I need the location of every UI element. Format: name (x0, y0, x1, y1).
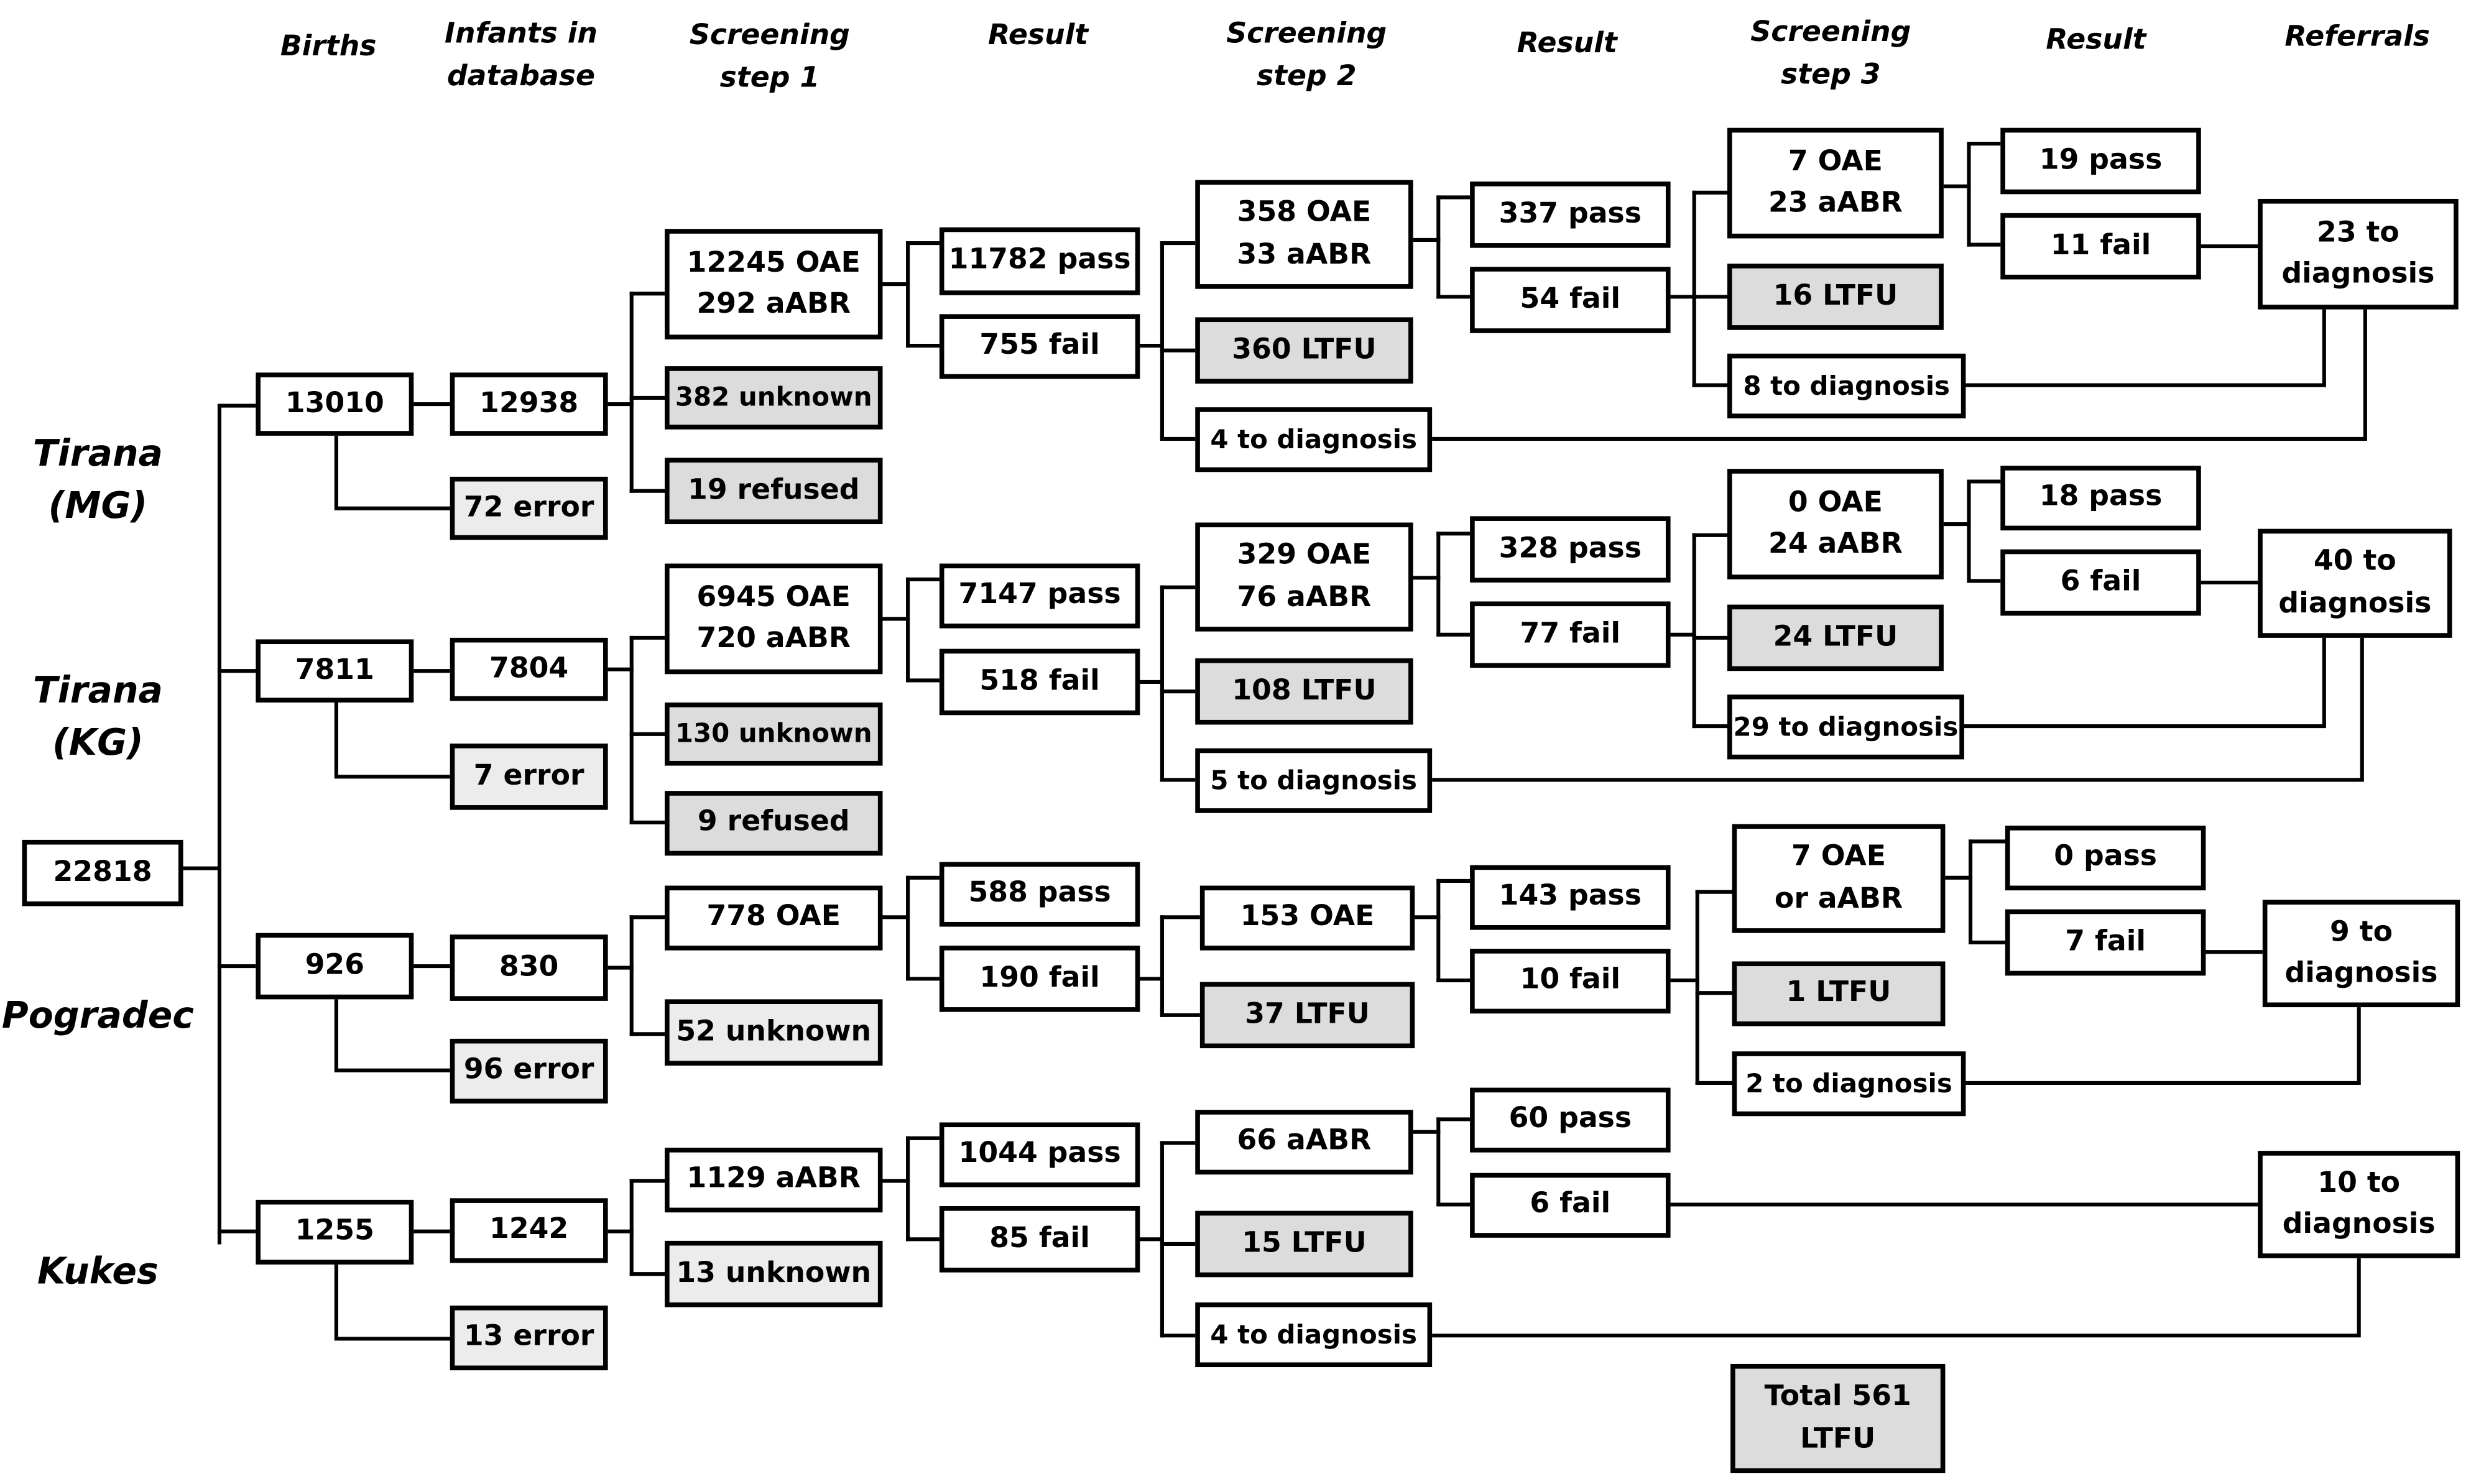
connector-line (334, 700, 452, 779)
connector-line (1430, 1256, 2361, 1338)
header-result2: Result (1517, 27, 1617, 60)
kukes-step2-box: 66 aABR (1195, 1110, 1413, 1175)
header-referrals: Referrals (2284, 21, 2430, 54)
kukes-births-box: 1255 (256, 1199, 414, 1265)
pogradec-unknown-box: 52 unknown (665, 999, 883, 1066)
connector-line (1962, 635, 2326, 729)
pogradec-fail2-box: 10 fail (1470, 949, 1671, 1014)
tirana-kg-fail3-box: 6 fail (2000, 549, 2201, 616)
tirana-kg-refused-box: 9 refused (665, 791, 883, 856)
tirana-kg-pass1-box: 7147 pass (939, 563, 1140, 629)
tirana-kg-fail2-box: 77 fail (1470, 601, 1671, 668)
tirana-mg-referral-box: 23 to diagnosis (2258, 198, 2459, 310)
tirana-kg-diag2-box: 5 to diagnosis (1195, 748, 1433, 813)
tirana-mg-pass2-box: 337 pass (1470, 182, 1671, 248)
connector-line (334, 1262, 452, 1341)
tirana-kg-error-box: 7 error (450, 744, 608, 810)
tirana-mg-diag2-box: 4 to diagnosis (1195, 407, 1433, 472)
tirana-kg-births-box: 7811 (256, 639, 414, 703)
tirana-mg-births-box: 13010 (256, 372, 414, 436)
tirana-kg-step2-box: 329 OAE 76 aABR (1195, 522, 1413, 632)
kukes-step1-box: 1129 aABR (665, 1148, 883, 1213)
pogradec-infants-box: 830 (450, 934, 608, 1001)
kukes-unknown-box: 13 unknown (665, 1240, 883, 1307)
pogradec-diag3-box: 2 to diagnosis (1732, 1051, 1966, 1117)
tirana-mg-fail2-box: 54 fail (1470, 267, 1671, 333)
tirana-mg-ltfu2-box: 360 LTFU (1195, 317, 1413, 384)
connector-line (1430, 307, 2367, 441)
kukes-referral-box: 10 to diagnosis (2258, 1151, 2460, 1258)
site-label-kukes: Kukes (37, 1251, 159, 1293)
pogradec-fail3-box: 7 fail (2005, 909, 2206, 976)
tirana-kg-diag3-box: 29 to diagnosis (1727, 694, 1964, 760)
header-result1: Result (987, 19, 1089, 52)
kukes-pass2-box: 60 pass (1470, 1087, 1671, 1153)
header-births: Births (280, 30, 377, 63)
kukes-error-box: 13 error (450, 1306, 608, 1371)
tirana-kg-infants-box: 7804 (450, 637, 608, 701)
connector-line (334, 997, 452, 1072)
pogradec-ltfu3-box: 1 LTFU (1732, 961, 1946, 1026)
tirana-kg-fail1-box: 518 fail (939, 648, 1140, 716)
tirana-mg-infants-box: 12938 (450, 372, 608, 436)
total-ltfu-box: Total 561 LTFU (1730, 1363, 1946, 1473)
kukes-pass1-box: 1044 pass (939, 1122, 1140, 1187)
tirana-mg-refused-box: 19 refused (665, 458, 883, 525)
pogradec-pass1-box: 588 pass (939, 862, 1140, 927)
kukes-diag2-box: 4 to diagnosis (1195, 1302, 1433, 1368)
tirana-kg-ltfu3-box: 24 LTFU (1727, 604, 1944, 671)
tirana-mg-step3-box: 7 OAE 23 aABR (1727, 127, 1944, 239)
pogradec-referral-box: 9 to diagnosis (2262, 900, 2460, 1008)
pogradec-step1-box: 778 OAE (665, 885, 883, 951)
tirana-kg-step1-box: 6945 OAE 720 aABR (665, 563, 883, 675)
tirana-mg-unknown-box: 382 unknown (665, 366, 883, 430)
kukes-fail2-box: 6 fail (1470, 1173, 1671, 1238)
tirana-mg-fail1-box: 755 fail (939, 314, 1140, 379)
tirana-mg-pass1-box: 11782 pass (939, 227, 1140, 295)
connector-line (1430, 635, 2364, 782)
pogradec-pass3-box: 0 pass (2005, 826, 2206, 891)
header-step2: Screening step 2 (1226, 17, 1387, 93)
header-step3: Screening step 3 (1750, 16, 1911, 92)
pogradec-error-box: 96 error (450, 1038, 608, 1104)
total-births-box: 22818 (22, 839, 183, 906)
site-label-tirana-mg: Tirana (MG) (32, 434, 163, 528)
pogradec-step2-box: 153 OAE (1199, 885, 1415, 951)
connector-line (334, 433, 452, 510)
header-result3: Result (2046, 24, 2146, 57)
connector-line (1964, 1005, 2361, 1085)
tirana-mg-error-box: 72 error (450, 476, 608, 540)
tirana-kg-ltfu2-box: 108 LTFU (1195, 658, 1413, 725)
tirana-mg-pass3-box: 19 pass (2000, 127, 2201, 195)
pogradec-step3-box: 7 OAE or aABR (1732, 824, 1946, 933)
tirana-mg-diag3-box: 8 to diagnosis (1727, 353, 1966, 418)
tirana-kg-unknown-box: 130 unknown (665, 702, 883, 766)
tirana-mg-fail3-box: 11 fail (2000, 213, 2201, 280)
connector-line (1964, 307, 2326, 387)
tirana-kg-referral-box: 40 to diagnosis (2258, 528, 2452, 638)
pogradec-births-box: 926 (256, 933, 414, 1000)
tirana-kg-pass2-box: 328 pass (1470, 516, 1671, 583)
tirana-mg-step1-box: 12245 OAE 292 aABR (665, 229, 883, 339)
tirana-mg-step2-box: 358 OAE 33 aABR (1195, 180, 1413, 289)
tirana-kg-step3-box: 0 OAE 24 aABR (1727, 469, 1944, 579)
header-infants: Infants in database (444, 17, 598, 93)
site-label-pogradec: Pogradec (1, 996, 194, 1038)
pogradec-ltfu2-box: 37 LTFU (1199, 982, 1415, 1049)
pogradec-fail1-box: 190 fail (939, 946, 1140, 1012)
kukes-infants-box: 1242 (450, 1198, 608, 1263)
header-step1: Screening step 1 (689, 19, 850, 95)
tirana-kg-pass3-box: 18 pass (2000, 466, 2201, 531)
site-label-tirana-kg: Tirana (KG) (32, 671, 163, 765)
tirana-mg-ltfu3-box: 16 LTFU (1727, 264, 1944, 330)
kukes-ltfu2-box: 15 LTFU (1195, 1210, 1413, 1278)
pogradec-pass2-box: 143 pass (1470, 865, 1671, 930)
kukes-fail1-box: 85 fail (939, 1206, 1140, 1273)
